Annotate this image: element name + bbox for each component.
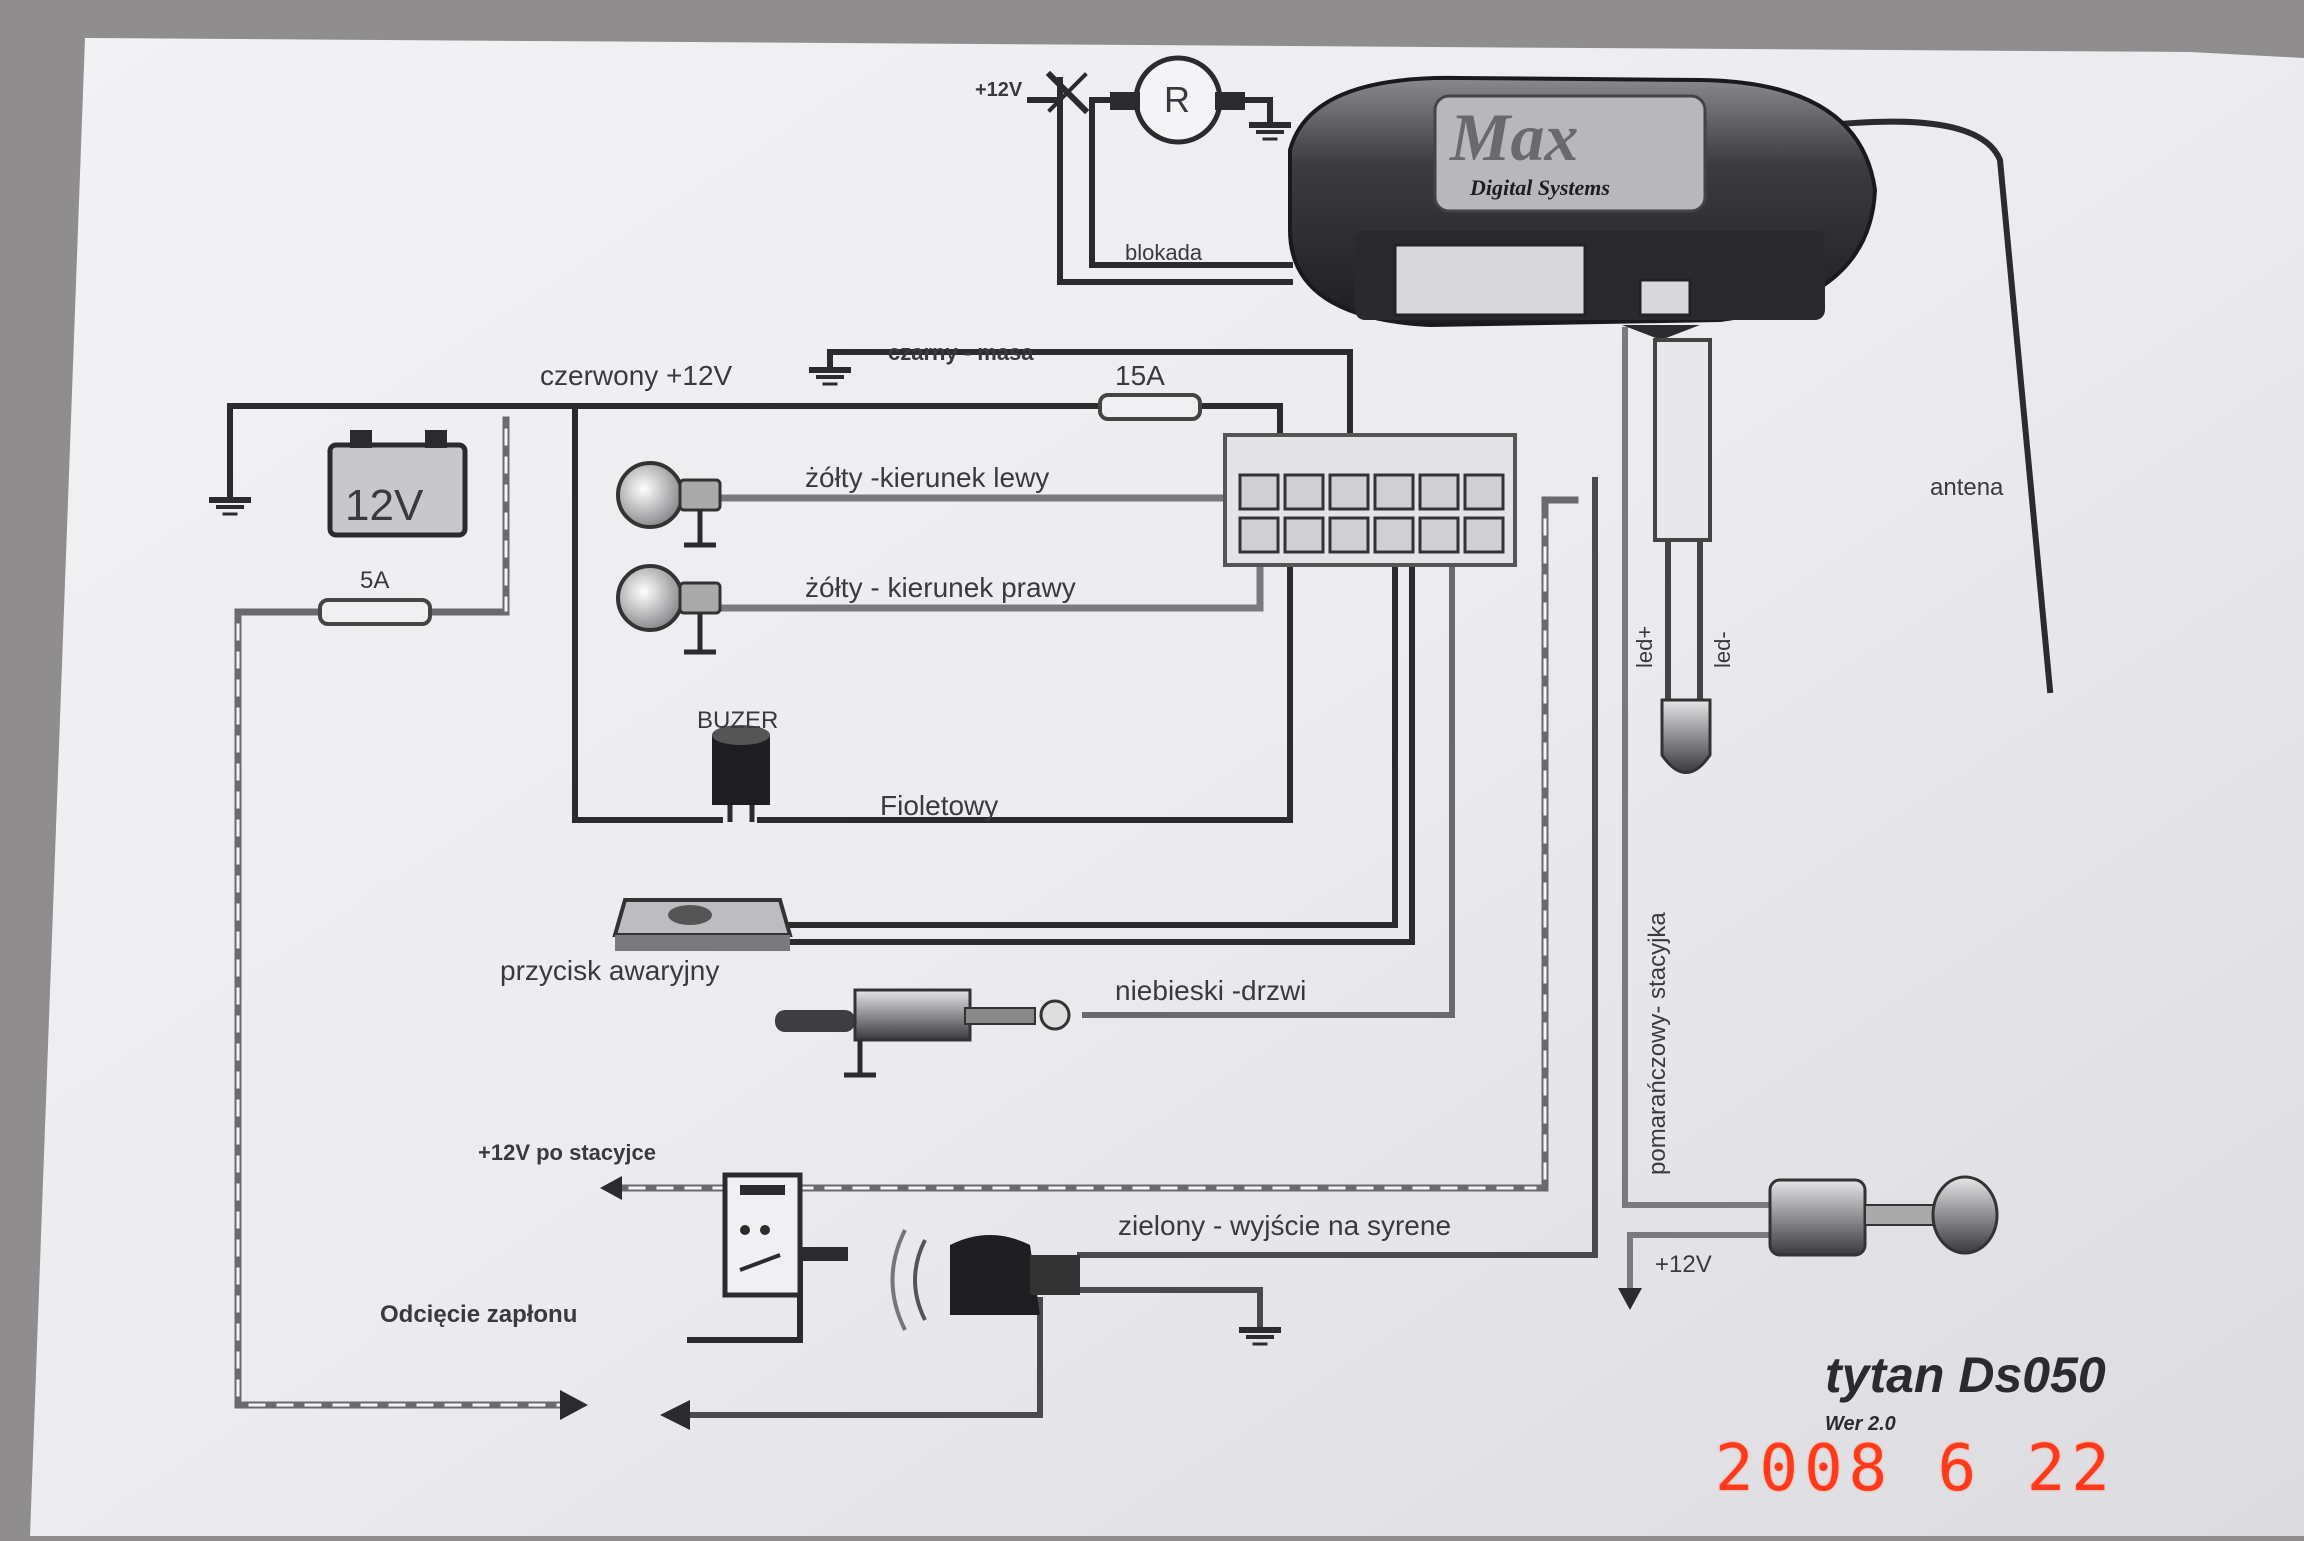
ignition-key-wiring [1622, 327, 1778, 1293]
ignition-key-icon [1768, 1175, 1999, 1257]
battery [327, 430, 468, 538]
ground-symbol [1249, 122, 1291, 141]
label-relay: R [1164, 79, 1190, 120]
diagram-version: Wer 2.0 [1825, 1413, 1896, 1435]
ground-symbol [1239, 1327, 1281, 1346]
antenna-wire [1826, 118, 2054, 694]
ignition-cut-relay-icon [722, 1172, 803, 1298]
right-turn-bulb-icon [616, 564, 722, 655]
label-battery: 12V [345, 481, 424, 530]
label-emergency-button: przycisk awaryjny [500, 955, 719, 986]
buzzer-icon [712, 725, 770, 822]
ground-wire [809, 349, 1353, 503]
label-right-turn: żółty - kierunek prawy [805, 572, 1076, 603]
label-orange-wire: pomarańczowy- stacyjka [1644, 912, 1671, 1175]
harness-connector [1223, 433, 1517, 567]
label-left-turn: żółty -kierunek lewy [805, 462, 1049, 493]
label-led-minus: led- [1710, 631, 1735, 668]
door-wiring [1082, 477, 1455, 1018]
led-connector [1638, 278, 1692, 317]
left-turn-bulb-icon [616, 461, 722, 548]
siren-icon [890, 1229, 1080, 1331]
label-antenna: antena [1930, 474, 2004, 501]
module-brand: Max [1449, 99, 1578, 175]
label-ignition-cut: Odcięcie zapłonu [380, 1301, 577, 1328]
emergency-button-wiring [777, 467, 1415, 945]
fuse-15a [1098, 393, 1202, 421]
label-led-plus: led+ [1632, 626, 1657, 668]
relay-symbol [1110, 55, 1245, 145]
label-12v-key: +12V [1655, 1251, 1712, 1278]
module-subtitle: Digital Systems [1469, 175, 1610, 200]
photo-date-stamp: 2008 6 22 [1715, 1432, 2116, 1506]
siren-wiring [677, 477, 1598, 1418]
main-connector [1393, 243, 1587, 317]
label-ignition-plus: +12V po stacyjce [478, 1140, 656, 1165]
led-icon [1653, 338, 1712, 774]
label-buzzer: BUZER [697, 707, 778, 734]
label-ground-wire: czarny - masa [888, 340, 1034, 365]
label-siren-wire: zielony - wyjście na syrene [1118, 1210, 1451, 1241]
label-violet-wire: Fioletowy [880, 790, 998, 821]
label-blokada: blokada [1125, 240, 1203, 265]
fuse-5a [318, 598, 432, 626]
diagram-title: tytan Ds050 [1825, 1347, 2106, 1403]
emergency-button-icon [612, 898, 793, 951]
alarm-module [1288, 75, 1878, 328]
label-door-wire: niebieski -drzwi [1115, 975, 1306, 1006]
label-fuse-15a: 15A [1115, 360, 1165, 391]
label-12v-top: +12V [975, 79, 1023, 101]
label-red-wire: czerwony +12V [540, 360, 733, 391]
door-switch-icon [775, 988, 1071, 1078]
arrow-markers [560, 325, 1700, 1430]
paper-sheet [30, 38, 2304, 1536]
label-fuse-5a: 5A [360, 567, 389, 594]
